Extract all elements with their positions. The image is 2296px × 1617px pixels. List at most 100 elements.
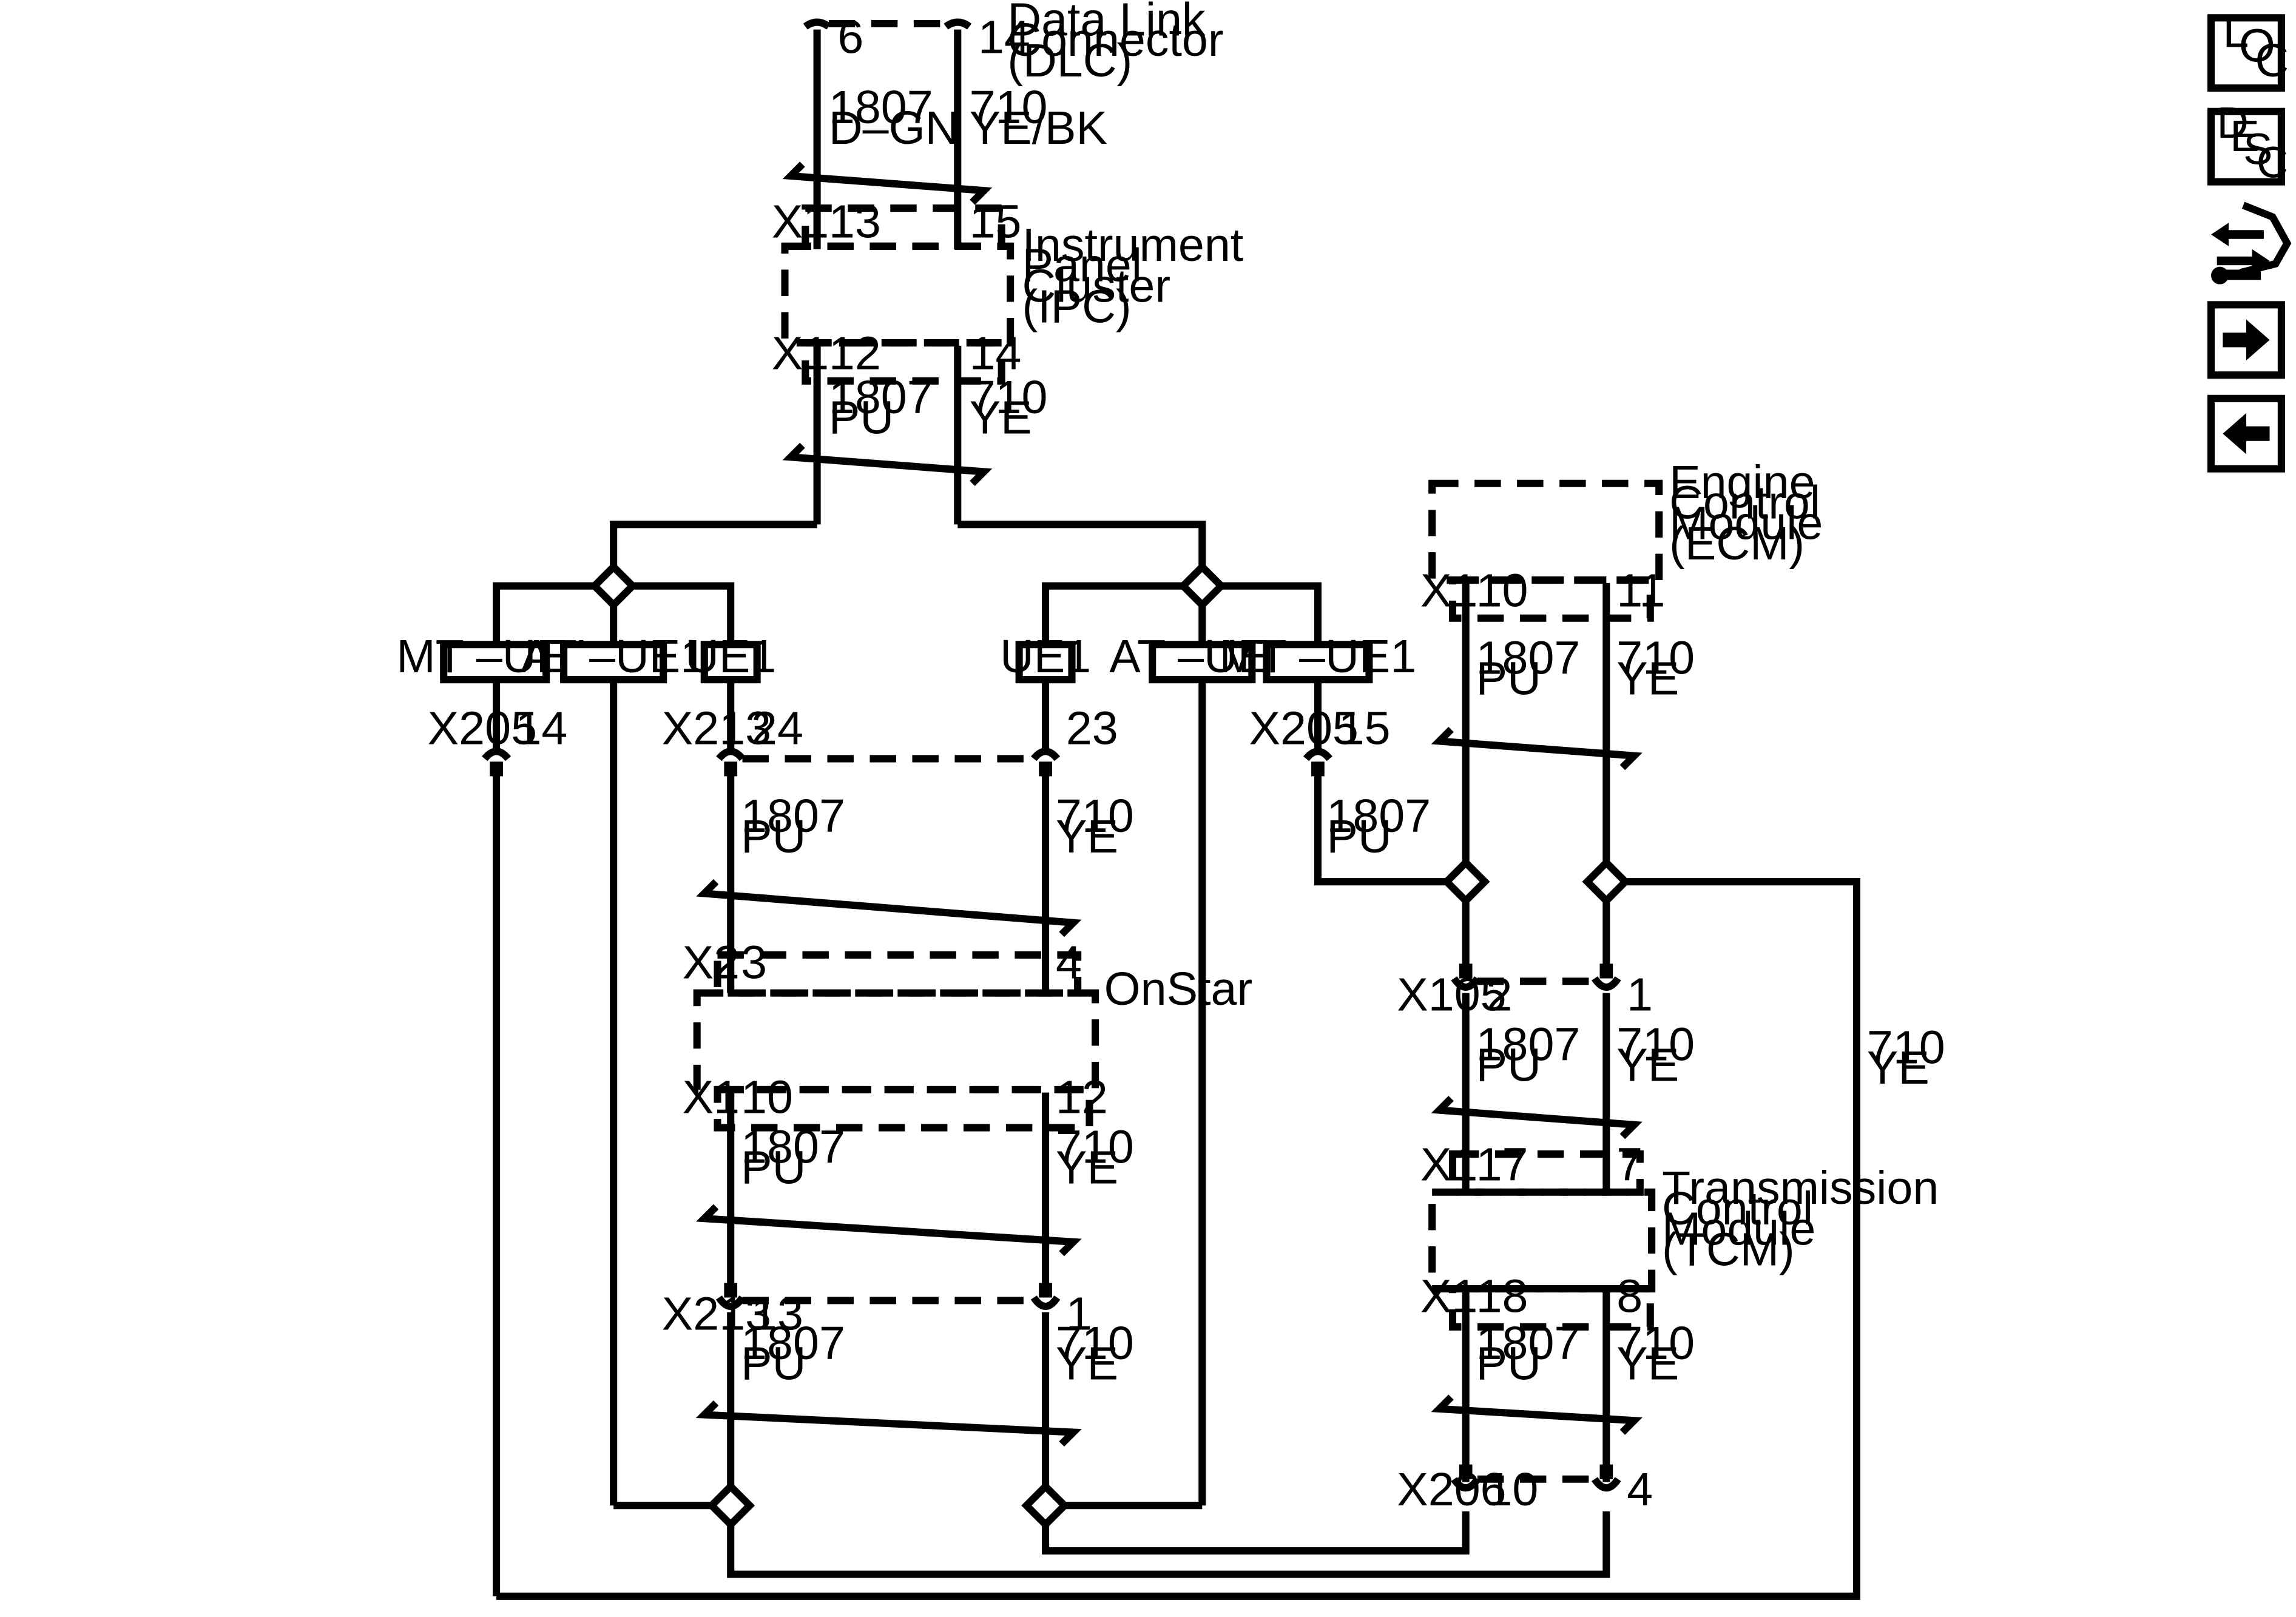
tcm-label-3: Module	[1662, 1203, 1815, 1255]
onstar-pin-3: 3	[741, 936, 767, 988]
arrow-right-icon	[2223, 319, 2270, 361]
dlc-pin-6: 6	[837, 11, 863, 63]
wire-color-yebk: YE/BK	[970, 102, 1107, 154]
wire-color-pu: PU	[1476, 1039, 1541, 1091]
svg-text:X205: X205	[1249, 702, 1359, 754]
ecm-label-1: Engine	[1669, 456, 1815, 508]
option-at-ue1-left: AT –UE1	[521, 630, 706, 684]
wire-label-710: 710	[1867, 1021, 1945, 1073]
option-ue1-right: UE1	[1000, 630, 1091, 684]
svg-text:10: 10	[1486, 1463, 1538, 1516]
wire-label-710: 710	[970, 371, 1048, 424]
tcm-pin-7: 7	[1616, 1138, 1643, 1190]
wire-label-710: 710	[1056, 1121, 1134, 1173]
svg-text:C: C	[2257, 138, 2288, 187]
svg-text:X213: X213	[662, 1288, 771, 1340]
wire-color-ye: YE	[1616, 1338, 1679, 1390]
wire-color-pu: PU	[829, 392, 894, 444]
ipc-pin-15: 15	[970, 195, 1022, 248]
svg-text:MT –UE1: MT –UE1	[1220, 630, 1417, 683]
svg-text:2: 2	[1486, 969, 1512, 1021]
twisted-pair-marker	[695, 1400, 1082, 1447]
connector-wrench-button[interactable]	[2211, 201, 2292, 285]
x206-connector: X206 10 4	[1397, 1463, 1653, 1516]
twisted-pair-marker	[1431, 1096, 1643, 1139]
wire-label-710: 710	[1056, 1317, 1134, 1369]
wire-color-pu: PU	[741, 811, 806, 863]
option-mt-ue1-right: MT –UE1	[1220, 630, 1417, 684]
onstar-pin-10: 10	[741, 1071, 793, 1123]
tcm-label-4: (TCM)	[1662, 1223, 1795, 1275]
dlc-connector: 6 14 Data Link Connector (DLC)	[803, 0, 1224, 87]
ecm-pin-11: 11	[1616, 564, 1665, 616]
svg-text:X105: X105	[1397, 969, 1506, 1021]
svg-text:1: 1	[1627, 969, 1653, 1021]
twisted-pair-marker	[782, 161, 993, 205]
x205-connector-left: X205 14	[428, 702, 567, 777]
wire-color-pu: PU	[1326, 811, 1391, 863]
wire-label-1807-dgn: 1807	[829, 81, 933, 133]
svg-text:15: 15	[1339, 702, 1391, 754]
wire-color-pu: PU	[741, 1338, 806, 1390]
svg-text:E: E	[2230, 112, 2259, 161]
ecm-pin-10: 10	[1476, 564, 1528, 616]
x213-connector-top: X213 24 23	[662, 702, 1118, 777]
loc-icon: L O C	[2223, 5, 2289, 87]
svg-text:X205: X205	[428, 702, 537, 754]
option-ue1-left: UE1	[685, 630, 776, 684]
wire-color-ye: YE	[970, 392, 1032, 444]
splice-diamond-lower-right	[1021, 1481, 1070, 1530]
wire-label-1807: 1807	[1476, 1317, 1581, 1369]
svg-text:X206: X206	[1397, 1463, 1506, 1516]
instrument-panel-cluster: X1 13 15 X1 12 14 Instrument Panel Clust…	[772, 195, 1243, 385]
splice-diamond-ecm-ye	[1582, 857, 1631, 906]
twisted-pair-marker	[696, 1204, 1082, 1257]
wire-label-710-yebk: 710	[970, 81, 1048, 133]
desc-icon: D E S C	[2217, 98, 2288, 187]
ecm-label-2: Control	[1669, 477, 1820, 529]
dlc-label-2: Connector	[1007, 14, 1223, 66]
desc-button[interactable]: D E S C	[2207, 98, 2288, 187]
ipc-label-4: (IPC)	[1022, 280, 1131, 333]
loc-button[interactable]: L O C	[2207, 5, 2289, 92]
dlc-pin-14: 14	[978, 11, 1030, 63]
wire-label-710: 710	[1616, 1019, 1695, 1071]
ipc-conn-in: X1	[772, 195, 829, 248]
ipc-pin-13: 13	[829, 195, 881, 248]
wire-color-ye: YE	[1616, 652, 1679, 704]
wire-label-1807: 1807	[741, 1121, 845, 1173]
ecm-label-3: Module	[1669, 497, 1823, 549]
twisted-pair-marker	[782, 442, 993, 487]
svg-text:24: 24	[751, 702, 803, 754]
splice-diamond-ecm-pu	[1441, 857, 1490, 906]
svg-text:D: D	[2217, 98, 2249, 147]
wire-color-pu: PU	[1476, 1338, 1541, 1390]
dlc-label-3: (DLC)	[1007, 35, 1132, 87]
ipc-pin-12: 12	[829, 328, 881, 380]
svg-text:X213: X213	[662, 702, 771, 754]
next-arrow-button[interactable]	[2207, 301, 2285, 379]
splice-diamond-lower-left	[706, 1481, 755, 1530]
connector-wrench-icon	[2211, 201, 2292, 285]
wire-color-pu: PU	[1476, 652, 1541, 704]
tcm-label-1: Transmission	[1662, 1162, 1939, 1214]
onstar-label: OnStar	[1104, 963, 1253, 1015]
wire-color-dgn: D–GN	[829, 102, 959, 154]
wire-color-ye: YE	[1056, 811, 1118, 863]
svg-text:UE1: UE1	[1000, 630, 1091, 683]
wire-label-1807: 1807	[829, 371, 933, 424]
wire-label-1807: 1807	[1476, 632, 1581, 684]
tcm-conn-top: X1	[1420, 1138, 1477, 1190]
svg-text:14: 14	[515, 702, 567, 754]
wire-label-710: 710	[1616, 632, 1695, 684]
wire-label-1807: 1807	[1476, 1019, 1581, 1071]
onstar-pin-12: 12	[1056, 1071, 1108, 1123]
ipc-label-2: Panel	[1022, 240, 1142, 292]
prev-arrow-button[interactable]	[2207, 394, 2285, 473]
svg-text:AT –UE1: AT –UE1	[521, 630, 706, 683]
x213-connector-bottom: X213 13 1	[662, 1283, 1092, 1340]
svg-text:4: 4	[1627, 1463, 1653, 1516]
svg-text:13: 13	[751, 1288, 803, 1340]
ipc-label-1: Instrument	[1022, 219, 1243, 271]
